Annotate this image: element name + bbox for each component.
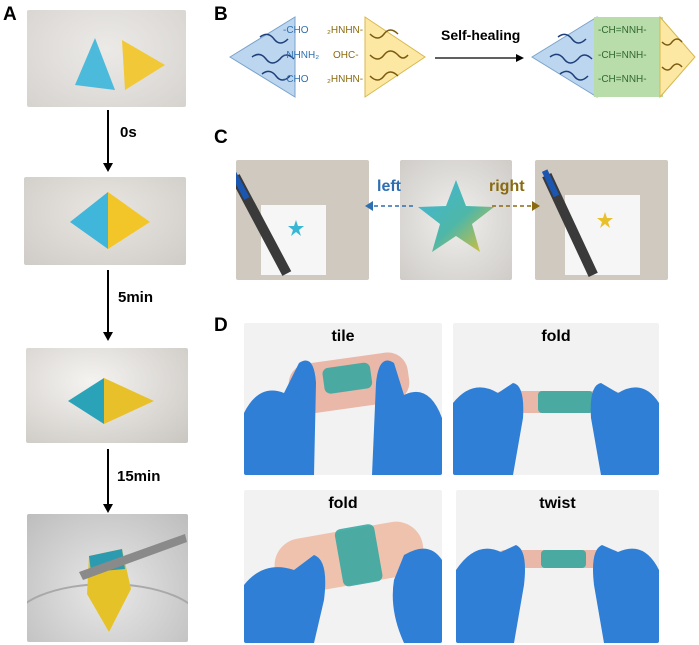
- panel-d-photo-fold-1: [453, 323, 659, 475]
- label-fold-1: fold: [541, 328, 571, 345]
- a-arrow-1-head: [103, 163, 113, 172]
- panel-a-letter: A: [3, 4, 17, 25]
- skin-twist: [456, 545, 659, 643]
- panel-b-letter: B: [214, 4, 228, 25]
- panel-a-photo-separate: [27, 10, 186, 107]
- panel-d-photo-twist: [456, 490, 659, 643]
- separate-gel-pieces: [75, 38, 165, 90]
- skin-fold-2: [244, 521, 442, 643]
- label-twist: twist: [539, 495, 576, 512]
- product-group-2: -CH=NNH-: [598, 50, 647, 61]
- step-label-15min: 15min: [117, 468, 161, 485]
- panel-d-photo-fold-2: [244, 490, 442, 643]
- healed-gel-piece: [68, 378, 154, 424]
- left-dashed-arrow: [365, 201, 413, 211]
- syringe-left: [236, 170, 326, 276]
- blue-group-2: -NHNH₂: [283, 50, 320, 61]
- a-arrow-1: [107, 110, 109, 165]
- product-group-1: -CH=NNH-: [598, 25, 647, 36]
- panel-d-photo-tile: [244, 323, 442, 475]
- lifted-gel-with-tweezers: [27, 534, 188, 632]
- right-label: right: [489, 178, 525, 195]
- panel-a-photo-joined: [24, 177, 186, 265]
- skin-tile: [244, 352, 442, 475]
- panel-c-letter: C: [214, 127, 228, 148]
- a-arrow-3-head: [103, 504, 113, 513]
- yellow-group-2: OHC-: [333, 50, 359, 61]
- blue-group-1: -CHO: [283, 25, 309, 36]
- yellow-group-3: ₂HNHN-: [327, 74, 364, 85]
- self-healing-label: Self-healing: [441, 27, 521, 43]
- healing-scheme: [229, 15, 696, 99]
- step-label-0s: 0s: [120, 124, 137, 141]
- panel-c-photo-left: [236, 160, 369, 280]
- yellow-group-1: ₂HNHN-: [327, 25, 364, 36]
- step-label-5min: 5min: [118, 289, 154, 306]
- product-group-3: -CH=NNH-: [598, 74, 647, 85]
- label-fold-2: fold: [328, 495, 358, 512]
- skin-fold-1: [453, 383, 659, 475]
- panel-a-photo-healed: [26, 348, 188, 443]
- a-arrow-3: [107, 449, 109, 506]
- blue-group-3: -CHO: [283, 74, 309, 85]
- syringe-right: [541, 169, 640, 277]
- panel-a-photo-lifted: [27, 514, 188, 642]
- left-label: left: [377, 178, 401, 195]
- right-dashed-arrow: [492, 201, 540, 211]
- panel-d-letter: D: [214, 315, 228, 336]
- a-arrow-2: [107, 270, 109, 334]
- panel-c-photo-right: [535, 160, 668, 280]
- panel-c-photo-star: [400, 160, 512, 280]
- label-tile: tile: [331, 328, 355, 345]
- a-arrow-2-head: [103, 332, 113, 341]
- joined-gel-pieces: [70, 192, 150, 249]
- healed-star: [418, 180, 494, 252]
